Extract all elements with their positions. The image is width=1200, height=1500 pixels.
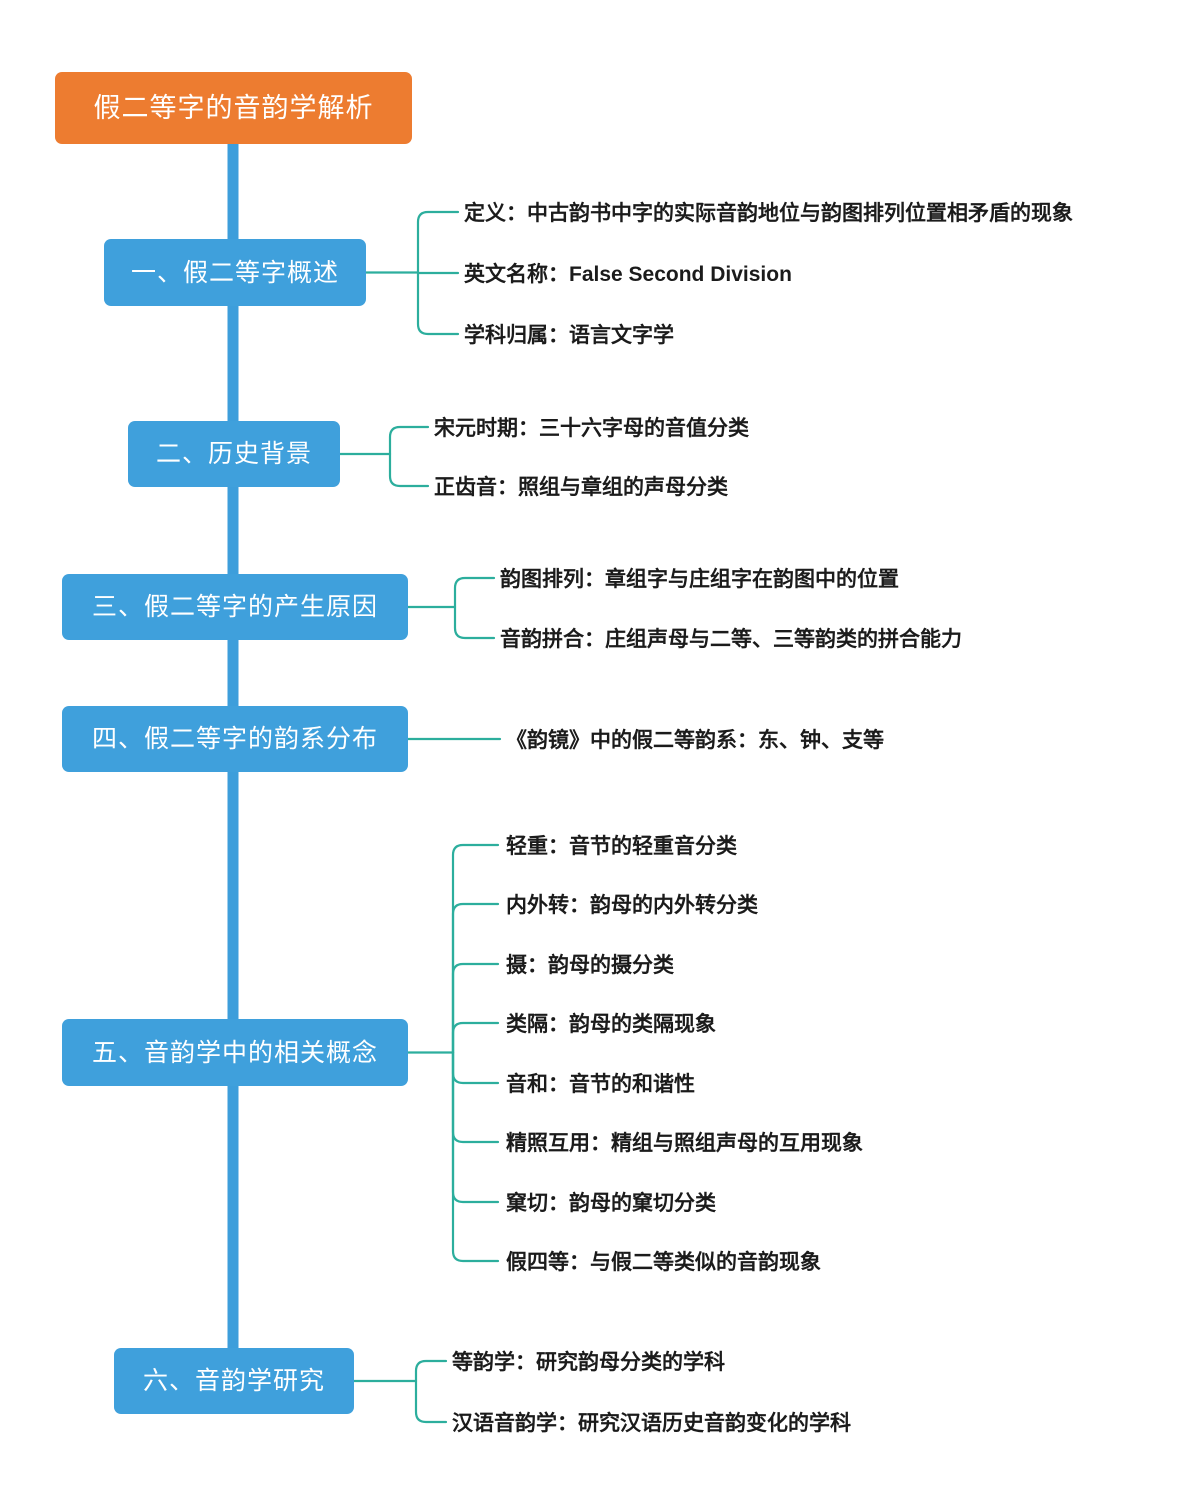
root-node[interactable]: 假二等字的音韵学解析: [55, 72, 412, 144]
branch-connector: [388, 452, 430, 488]
leaf-topic[interactable]: 内外转：韵母的内外转分类: [506, 894, 758, 917]
leaf-topic[interactable]: 摄：韵母的摄分类: [506, 954, 674, 977]
branch-node-6[interactable]: 六、音韵学研究: [114, 1348, 354, 1414]
branch-connector: [451, 1051, 500, 1263]
leaf-topic[interactable]: 轻重：音节的轻重音分类: [506, 835, 737, 858]
leaf-topic[interactable]: 窠切：韵母的窠切分类: [506, 1192, 716, 1215]
leaf-topic[interactable]: 学科归属：语言文字学: [464, 324, 674, 347]
branch-connector: [451, 1051, 500, 1085]
branch-node-2[interactable]: 二、历史背景: [128, 421, 340, 487]
branch-connector: [451, 962, 500, 1054]
branch-node-4[interactable]: 四、假二等字的韵系分布: [62, 706, 408, 772]
leaf-topic[interactable]: 精照互用：精组与照组声母的互用现象: [506, 1132, 863, 1155]
leaf-topic[interactable]: 韵图排列：章组字与庄组字在韵图中的位置: [500, 568, 899, 591]
leaf-topic[interactable]: 《韵镜》中的假二等韵系：东、钟、支等: [506, 729, 884, 752]
branch-connector: [451, 902, 500, 1054]
leaf-topic[interactable]: 定义：中古韵书中字的实际音韵地位与韵图排列位置相矛盾的现象: [464, 202, 1073, 225]
branch-connector: [451, 1021, 500, 1054]
branch-node-5[interactable]: 五、音韵学中的相关概念: [62, 1019, 408, 1086]
branch-connector: [451, 1051, 500, 1204]
leaf-topic[interactable]: 类隔：韵母的类隔现象: [506, 1013, 716, 1036]
branch-connector: [388, 425, 430, 456]
leaf-topic[interactable]: 等韵学：研究韵母分类的学科: [452, 1351, 725, 1374]
branch-connector: [451, 843, 500, 1054]
branch-connector: [453, 576, 496, 609]
leaf-topic[interactable]: 音韵拼合：庄组声母与二等、三等韵类的拼合能力: [500, 628, 962, 651]
leaf-topic[interactable]: 宋元时期：三十六字母的音值分类: [434, 417, 749, 440]
branch-connector: [414, 1379, 448, 1424]
leaf-topic[interactable]: 英文名称：False Second Division: [464, 263, 792, 286]
leaf-topic[interactable]: 汉语音韵学：研究汉语历史音韵变化的学科: [452, 1412, 851, 1435]
branch-connector: [416, 271, 460, 336]
branch-connector: [451, 1051, 500, 1144]
leaf-topic[interactable]: 正齿音：照组与章组的声母分类: [434, 476, 728, 499]
leaf-topic[interactable]: 音和：音节的和谐性: [506, 1073, 695, 1096]
branch-node-3[interactable]: 三、假二等字的产生原因: [62, 574, 408, 640]
branch-connector: [416, 210, 460, 274]
leaf-topic[interactable]: 假四等：与假二等类似的音韵现象: [506, 1251, 821, 1274]
branch-connector: [414, 1359, 448, 1383]
branch-connector: [453, 605, 496, 640]
branch-node-1[interactable]: 一、假二等字概述: [104, 239, 366, 306]
